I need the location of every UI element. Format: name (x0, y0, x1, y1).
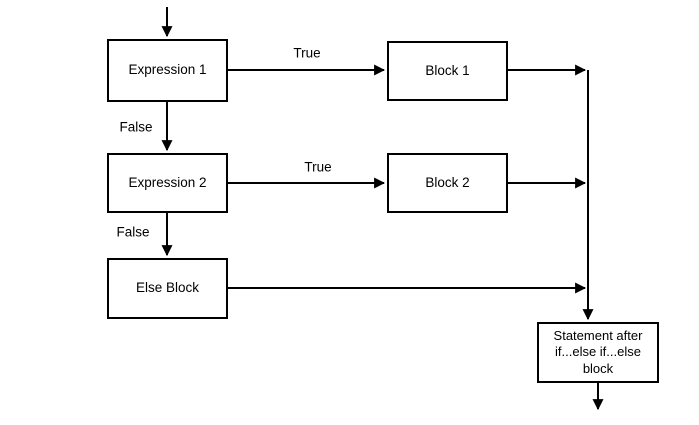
node-statement-after-block: Statement after if...else if...else bloc… (537, 322, 659, 383)
node-expression-2: Expression 2 (107, 153, 228, 213)
edge-label-false-1: False (119, 119, 153, 135)
edge-label-true-1: True (293, 45, 321, 61)
node-expression-1: Expression 1 (107, 39, 228, 102)
edge-label-false-2: False (116, 224, 150, 240)
edge-label-true-2: True (304, 159, 332, 175)
node-block-1: Block 1 (387, 41, 508, 101)
node-block-2: Block 2 (387, 153, 508, 213)
node-else-block: Else Block (107, 258, 228, 319)
